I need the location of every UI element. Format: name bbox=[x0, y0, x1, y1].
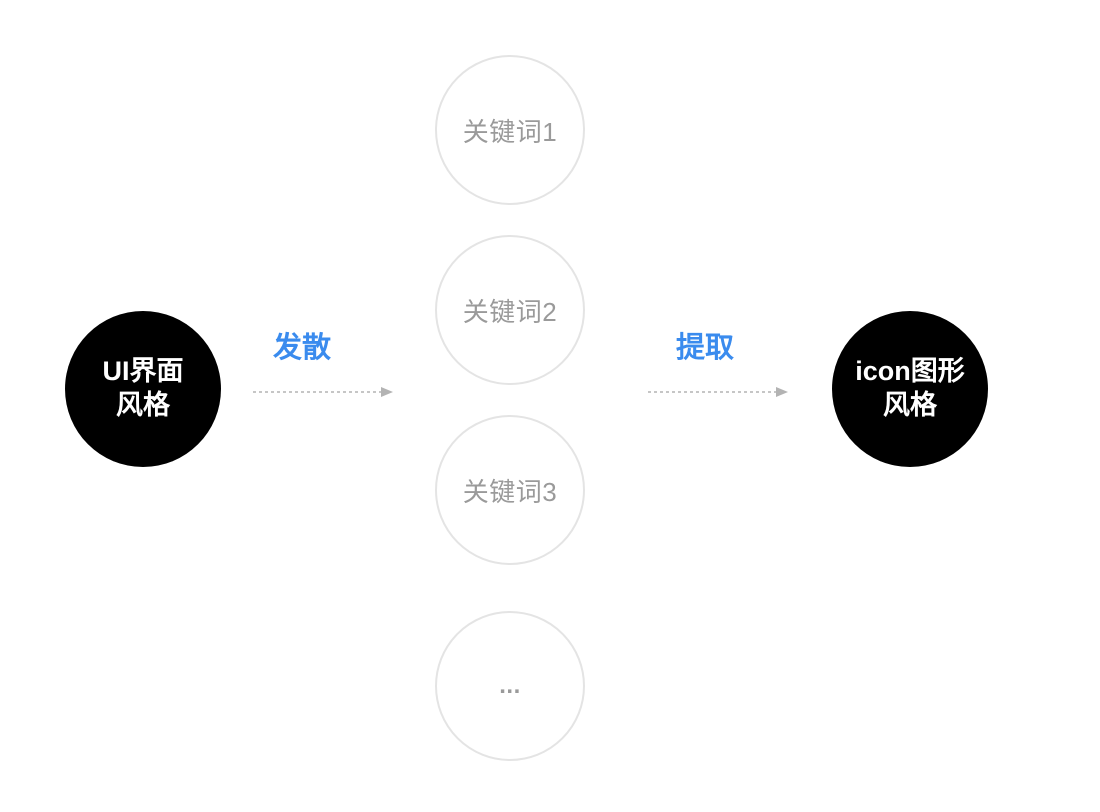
keyword-2-label: 关键词2 bbox=[462, 296, 558, 327]
ui-style-node-line1: UI界面 bbox=[102, 356, 184, 387]
extract-label: 提取 bbox=[675, 332, 734, 364]
icon-style-node-line1: icon图形 bbox=[855, 356, 965, 387]
keyword-circle-3: 关键词3 bbox=[435, 415, 585, 565]
keyword-ellipsis-label: ... bbox=[499, 672, 521, 699]
diverge-label: 发散 bbox=[272, 332, 331, 364]
keyword-circle-2: 关键词2 bbox=[435, 235, 585, 385]
ui-style-node-line2: 风格 bbox=[116, 390, 170, 420]
extract-dashed-arrow-icon bbox=[648, 387, 788, 397]
keyword-1-label: 关键词1 bbox=[462, 116, 558, 147]
ui-style-node: UI界面 风格 bbox=[65, 311, 221, 467]
icon-style-node-line2: 风格 bbox=[883, 390, 937, 420]
keyword-circle-ellipsis: ... bbox=[435, 611, 585, 761]
icon-style-node: icon图形 风格 bbox=[832, 311, 988, 467]
keyword-3-label: 关键词3 bbox=[462, 476, 558, 507]
keyword-circle-1: 关键词1 bbox=[435, 55, 585, 205]
diverge-dashed-arrow-icon bbox=[253, 387, 393, 397]
